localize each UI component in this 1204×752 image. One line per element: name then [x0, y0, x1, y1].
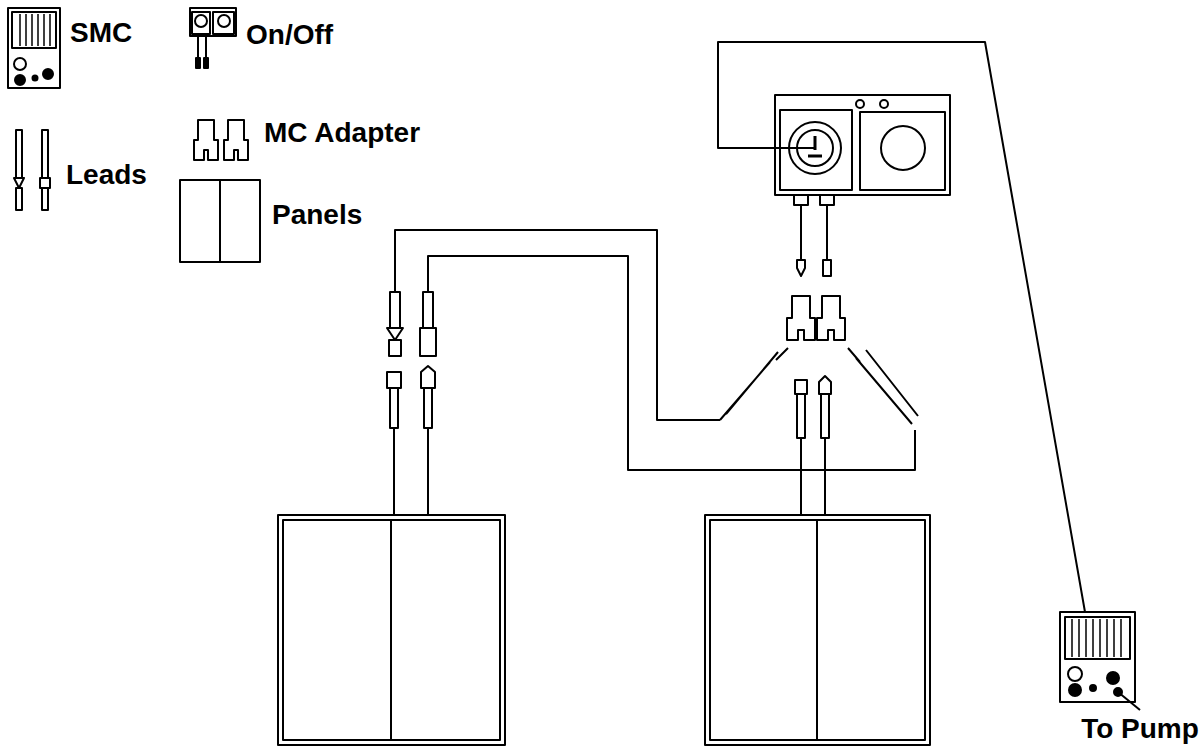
adapter-lead-right — [848, 348, 918, 424]
part-label: On/Off — [246, 20, 333, 51]
part-label: To Pump — [1081, 714, 1199, 745]
wire-negative — [428, 256, 915, 470]
smc-icon — [8, 8, 60, 88]
right-panel-leads — [795, 376, 831, 515]
part-label: MC Adapter — [264, 118, 420, 149]
wire-positive — [395, 230, 720, 420]
part-label: Panels — [272, 200, 362, 231]
adapter-lead-left — [720, 348, 788, 420]
switch-wire — [718, 42, 1085, 612]
onoff-box — [775, 95, 950, 276]
smc-controller — [1060, 612, 1135, 702]
pump-lead — [1118, 692, 1140, 710]
part-label: SMC — [70, 18, 132, 49]
mc-adapters — [787, 296, 845, 340]
leads-icon — [14, 130, 50, 210]
part-label: Leads — [66, 160, 147, 191]
left-panel-leads — [387, 366, 435, 515]
onoff-icon — [190, 8, 236, 68]
mc-adapter-icon — [194, 120, 248, 160]
left-upper-leads — [387, 292, 436, 356]
solar-panel-left — [278, 515, 505, 745]
panels-icon — [180, 180, 260, 262]
solar-panel-right — [705, 515, 930, 745]
